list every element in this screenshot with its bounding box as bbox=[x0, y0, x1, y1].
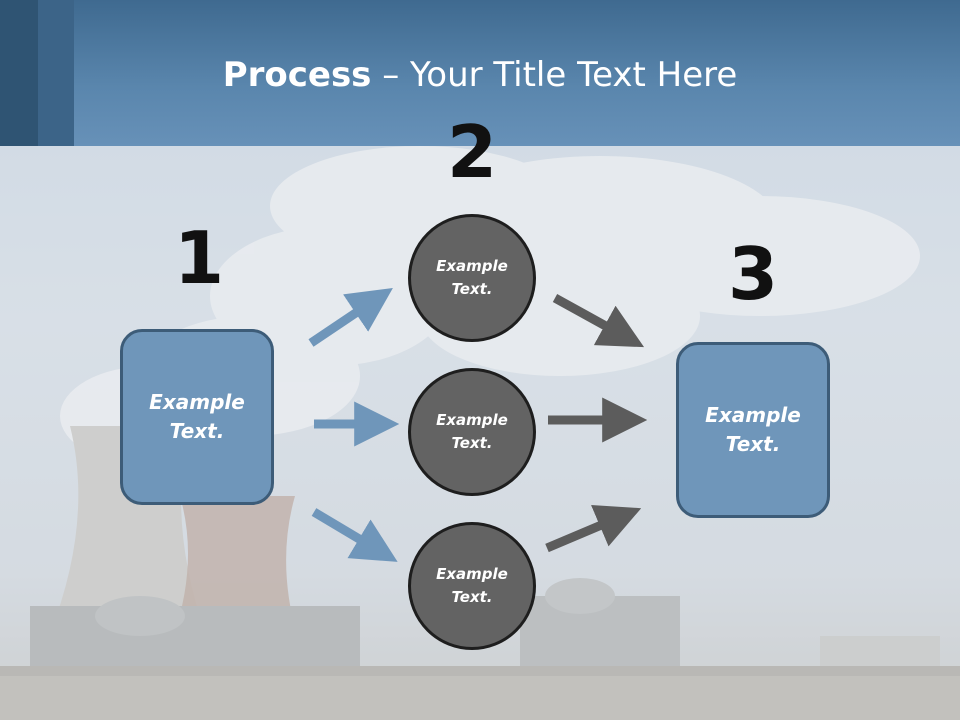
start-box-line2: Text. bbox=[169, 419, 225, 443]
header-accent-mid bbox=[38, 0, 74, 146]
header-accent-dark bbox=[0, 0, 38, 146]
end-box-line1: Example bbox=[705, 403, 801, 427]
circle-bottom-line1: Example bbox=[436, 565, 508, 583]
title-bold: Process bbox=[222, 55, 372, 95]
step-number-2: 2 bbox=[446, 110, 498, 194]
circle-middle-line1: Example bbox=[436, 411, 508, 429]
circle-top-line2: Text. bbox=[451, 280, 493, 298]
circle-top-line1: Example bbox=[436, 257, 508, 275]
slide-title: Process – Your Title Text Here bbox=[0, 52, 960, 98]
end-box-line2: Text. bbox=[725, 432, 781, 456]
arrow-left-to-top bbox=[308, 287, 393, 347]
title-rest: – Your Title Text Here bbox=[371, 55, 738, 95]
title-bar bbox=[0, 0, 960, 146]
arrow-left-to-bottom bbox=[311, 508, 398, 562]
circle-middle: Example Text. bbox=[408, 368, 536, 496]
start-box: Example Text. bbox=[120, 329, 274, 505]
circle-bottom: Example Text. bbox=[408, 522, 536, 650]
circle-bottom-line2: Text. bbox=[451, 588, 493, 606]
circle-middle-line2: Text. bbox=[451, 434, 493, 452]
circle-top: Example Text. bbox=[408, 214, 536, 342]
arrow-top-to-right bbox=[552, 294, 645, 348]
start-box-line1: Example bbox=[149, 390, 245, 414]
end-box: Example Text. bbox=[676, 342, 830, 518]
step-number-1: 1 bbox=[173, 216, 225, 300]
arrow-bottom-to-right bbox=[545, 504, 642, 553]
step-number-3: 3 bbox=[727, 232, 779, 316]
